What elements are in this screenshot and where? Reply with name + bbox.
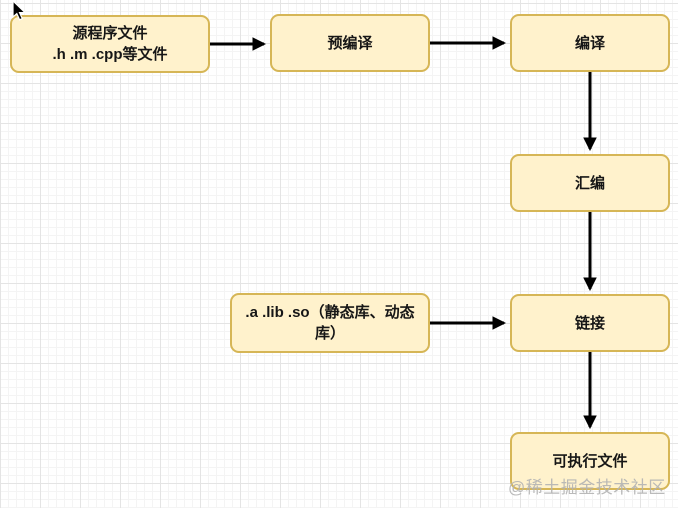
- flow-node-libraries[interactable]: .a .lib .so（静态库、动态 库）: [230, 293, 430, 353]
- flow-node-label: 预编译: [327, 34, 373, 52]
- flow-node-link[interactable]: 链接: [510, 294, 670, 352]
- flow-node-label: 汇编: [574, 174, 605, 192]
- flow-node-source-files[interactable]: 源程序文件 .h .m .cpp等文件: [10, 15, 210, 73]
- flow-node-precompile[interactable]: 预编译: [270, 14, 430, 72]
- flow-node-assemble[interactable]: 汇编: [510, 154, 670, 212]
- flow-node-label: 可执行文件: [552, 452, 628, 470]
- flow-node-executable[interactable]: 可执行文件: [510, 432, 670, 490]
- flow-node-label: 链接: [574, 314, 605, 332]
- flow-node-label: 编译: [574, 34, 605, 52]
- flow-node-label: 源程序文件 .h .m .cpp等文件: [52, 25, 168, 63]
- flow-node-compile[interactable]: 编译: [510, 14, 670, 72]
- watermark-text: @稀土掘金技术社区: [508, 478, 666, 497]
- flow-node-label: .a .lib .so（静态库、动态 库）: [245, 304, 415, 342]
